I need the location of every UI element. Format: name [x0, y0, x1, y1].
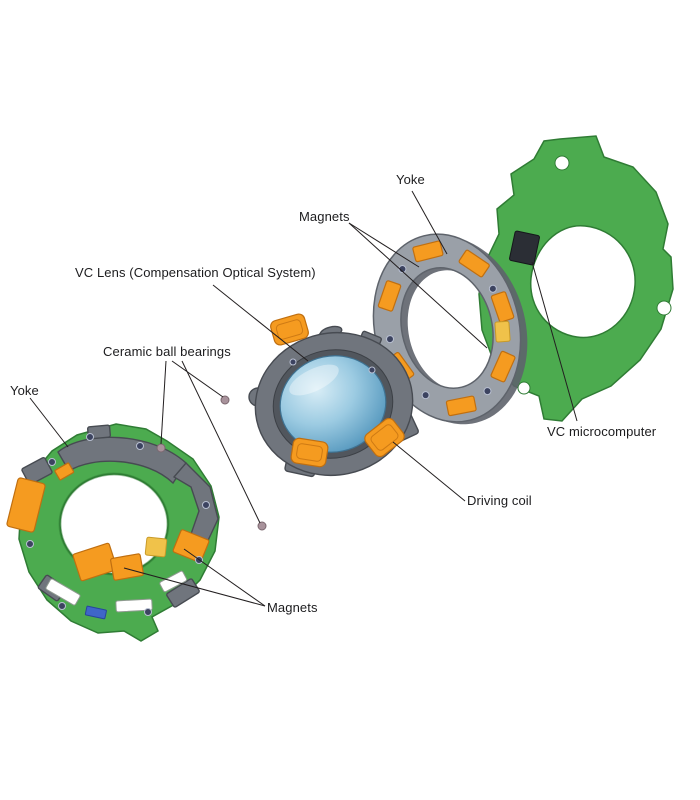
- label-driving-coil: Driving coil: [467, 493, 532, 508]
- ceramic-ball: [257, 521, 267, 531]
- leader-line-yoke-top: [411, 190, 448, 255]
- magnet: [458, 249, 490, 278]
- spacer: [144, 536, 168, 558]
- driving-coil: [364, 417, 405, 458]
- magnet: [6, 477, 46, 533]
- ceramic-ball: [156, 443, 166, 453]
- leader-line-yoke-left: [29, 397, 69, 448]
- magnet: [110, 553, 144, 581]
- magnet: [54, 462, 75, 481]
- leader-lines: [29, 190, 578, 607]
- label-ceramic-ball-bearings: Ceramic ball bearings: [103, 344, 231, 359]
- magnet: [490, 291, 515, 323]
- leader-line-magnets-bottom-b: [183, 548, 266, 607]
- driving-coil: [270, 313, 309, 346]
- magnet: [172, 529, 210, 563]
- label-yoke-left: Yoke: [10, 383, 39, 398]
- screw: [58, 602, 66, 610]
- screw: [368, 366, 376, 374]
- screw: [385, 335, 394, 344]
- screw: [26, 540, 34, 548]
- lens-highlight: [289, 364, 339, 396]
- screw: [202, 501, 210, 509]
- mounting-hole: [517, 381, 531, 395]
- magnet-yoke-ring: [372, 233, 528, 425]
- yoke-tab: [21, 456, 53, 486]
- vc-microcomputer-chip: [509, 230, 540, 266]
- leader-line-vc-lens: [212, 284, 309, 362]
- mounting-hole: [656, 300, 672, 316]
- label-yoke-top: Yoke: [396, 172, 425, 187]
- label-magnets-top: Magnets: [299, 209, 350, 224]
- vc-lens-assembly: [248, 313, 419, 478]
- driving-coil: [290, 437, 329, 468]
- screw: [48, 458, 56, 466]
- leader-line-driving-coil: [392, 441, 466, 502]
- leader-line-ceramic-b: [160, 360, 167, 445]
- connector: [84, 605, 107, 620]
- vc-drive-unit-assembly: [6, 423, 220, 642]
- label-vc-lens: VC Lens (Compensation Optical System): [75, 265, 316, 280]
- leader-line-vc-microcomputer: [531, 261, 578, 422]
- leader-line-magnets-top-a: [348, 222, 420, 268]
- mounting-hole: [554, 155, 570, 171]
- screw: [289, 358, 297, 366]
- bearing-slot: [115, 598, 153, 613]
- pcb-board: [478, 135, 674, 422]
- leader-line-magnets-bottom-a: [123, 567, 266, 607]
- leader-line-magnets-top-b: [348, 222, 488, 349]
- screw: [483, 387, 492, 396]
- magnet: [445, 395, 477, 417]
- leader-line-ceramic-c: [181, 360, 261, 524]
- lens-glass: [279, 355, 387, 453]
- screw: [144, 608, 152, 616]
- ceramic-ball: [220, 395, 230, 405]
- magnet: [72, 542, 118, 582]
- pcb-outline: [478, 135, 674, 422]
- magnet: [377, 280, 402, 312]
- screw: [488, 284, 497, 293]
- spacer: [494, 320, 511, 343]
- screw: [136, 442, 144, 450]
- magnet: [412, 240, 444, 263]
- label-vc-microcomputer: VC microcomputer: [547, 424, 657, 439]
- screw: [86, 433, 94, 441]
- magnet: [490, 350, 516, 383]
- screw: [421, 391, 430, 400]
- bearing-slot: [45, 578, 81, 606]
- leader-line-ceramic-a: [171, 360, 224, 398]
- label-magnets-bottom: Magnets: [267, 600, 318, 615]
